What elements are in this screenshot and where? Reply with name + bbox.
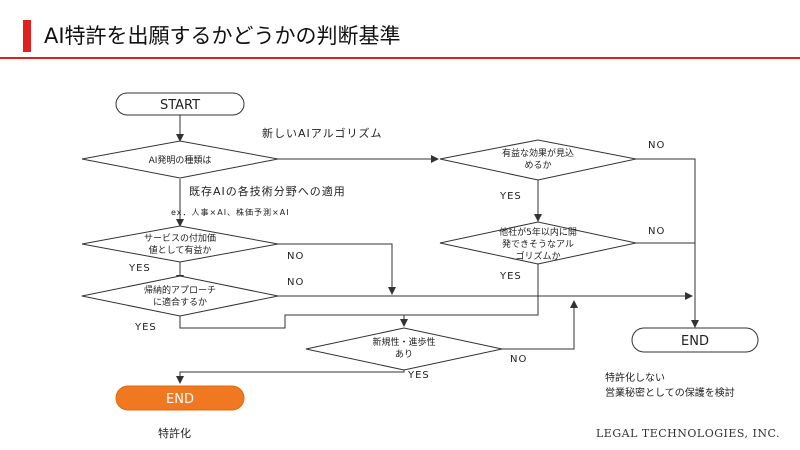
branch-existing-ai: 既存AIの各技術分野への適用 bbox=[189, 184, 346, 198]
decision-service-value-line1: サービスの付加価 bbox=[144, 232, 216, 244]
yes-label-novelty: YES bbox=[407, 370, 430, 381]
decision-inductive-line2: に適合するか bbox=[153, 296, 207, 308]
decision-ai-type bbox=[81, 140, 279, 179]
title-underline bbox=[0, 57, 800, 59]
end-terminal-patent-label: END bbox=[166, 392, 194, 407]
decision-effect-line2: めるか bbox=[524, 160, 551, 171]
page-title: AI特許を出願するかどうかの判断基準 bbox=[44, 24, 401, 48]
decision-service-value-line2: 値として有益か bbox=[149, 244, 212, 256]
decision-ai-type-label: AI発明の種類は bbox=[149, 154, 212, 166]
yes-label-inductive: YES bbox=[134, 322, 157, 333]
yes-label-others: YES bbox=[499, 271, 522, 282]
decision-inductive-line1: 帰納的アプローチ bbox=[144, 284, 216, 296]
note-patent: 特許化 bbox=[158, 426, 191, 440]
branch-new-algorithm: 新しいAIアルゴリズム bbox=[262, 126, 382, 140]
decision-others-line1: 他社が5年以内に開 bbox=[499, 226, 577, 238]
decision-novelty-line2: あり bbox=[395, 349, 413, 360]
no-label-effect: NO bbox=[648, 140, 665, 151]
branch-example: ex．人事×AI、株価予測×AI bbox=[171, 207, 290, 217]
decision-effect bbox=[439, 139, 637, 181]
decision-others-5-years bbox=[439, 221, 637, 265]
start-label: START bbox=[160, 98, 200, 113]
yes-label-effect: YES bbox=[499, 191, 522, 202]
end-terminal-secret bbox=[631, 327, 759, 353]
title-accent-bar bbox=[23, 20, 31, 52]
decision-novelty-line1: 新規性・進歩性 bbox=[372, 336, 435, 348]
note-no-patent-line2: 営業秘密としての保護を検討 bbox=[605, 386, 735, 399]
connector-lines bbox=[176, 115, 699, 384]
start-terminal bbox=[115, 92, 245, 116]
company-logo-text: LEGAL TECHNOLOGIES, INC. bbox=[596, 427, 780, 440]
decision-service-value bbox=[81, 225, 279, 263]
end-terminal-secret-label: END bbox=[681, 334, 709, 349]
end-terminal-patent bbox=[115, 385, 245, 411]
decision-others-line3: ゴリズムか bbox=[515, 250, 560, 262]
no-label-service: NO bbox=[287, 251, 304, 262]
no-label-others: NO bbox=[648, 226, 665, 237]
yes-label-service: YES bbox=[128, 263, 151, 274]
no-label-novelty: NO bbox=[510, 354, 527, 365]
decision-novelty bbox=[305, 327, 503, 371]
decision-effect-line1: 有益な効果が見込 bbox=[502, 147, 574, 159]
no-label-inductive: NO bbox=[287, 277, 304, 288]
decision-others-line2: 発できそうなアル bbox=[502, 238, 574, 250]
decision-inductive bbox=[81, 275, 279, 317]
note-no-patent-line1: 特許化しない bbox=[605, 371, 665, 384]
